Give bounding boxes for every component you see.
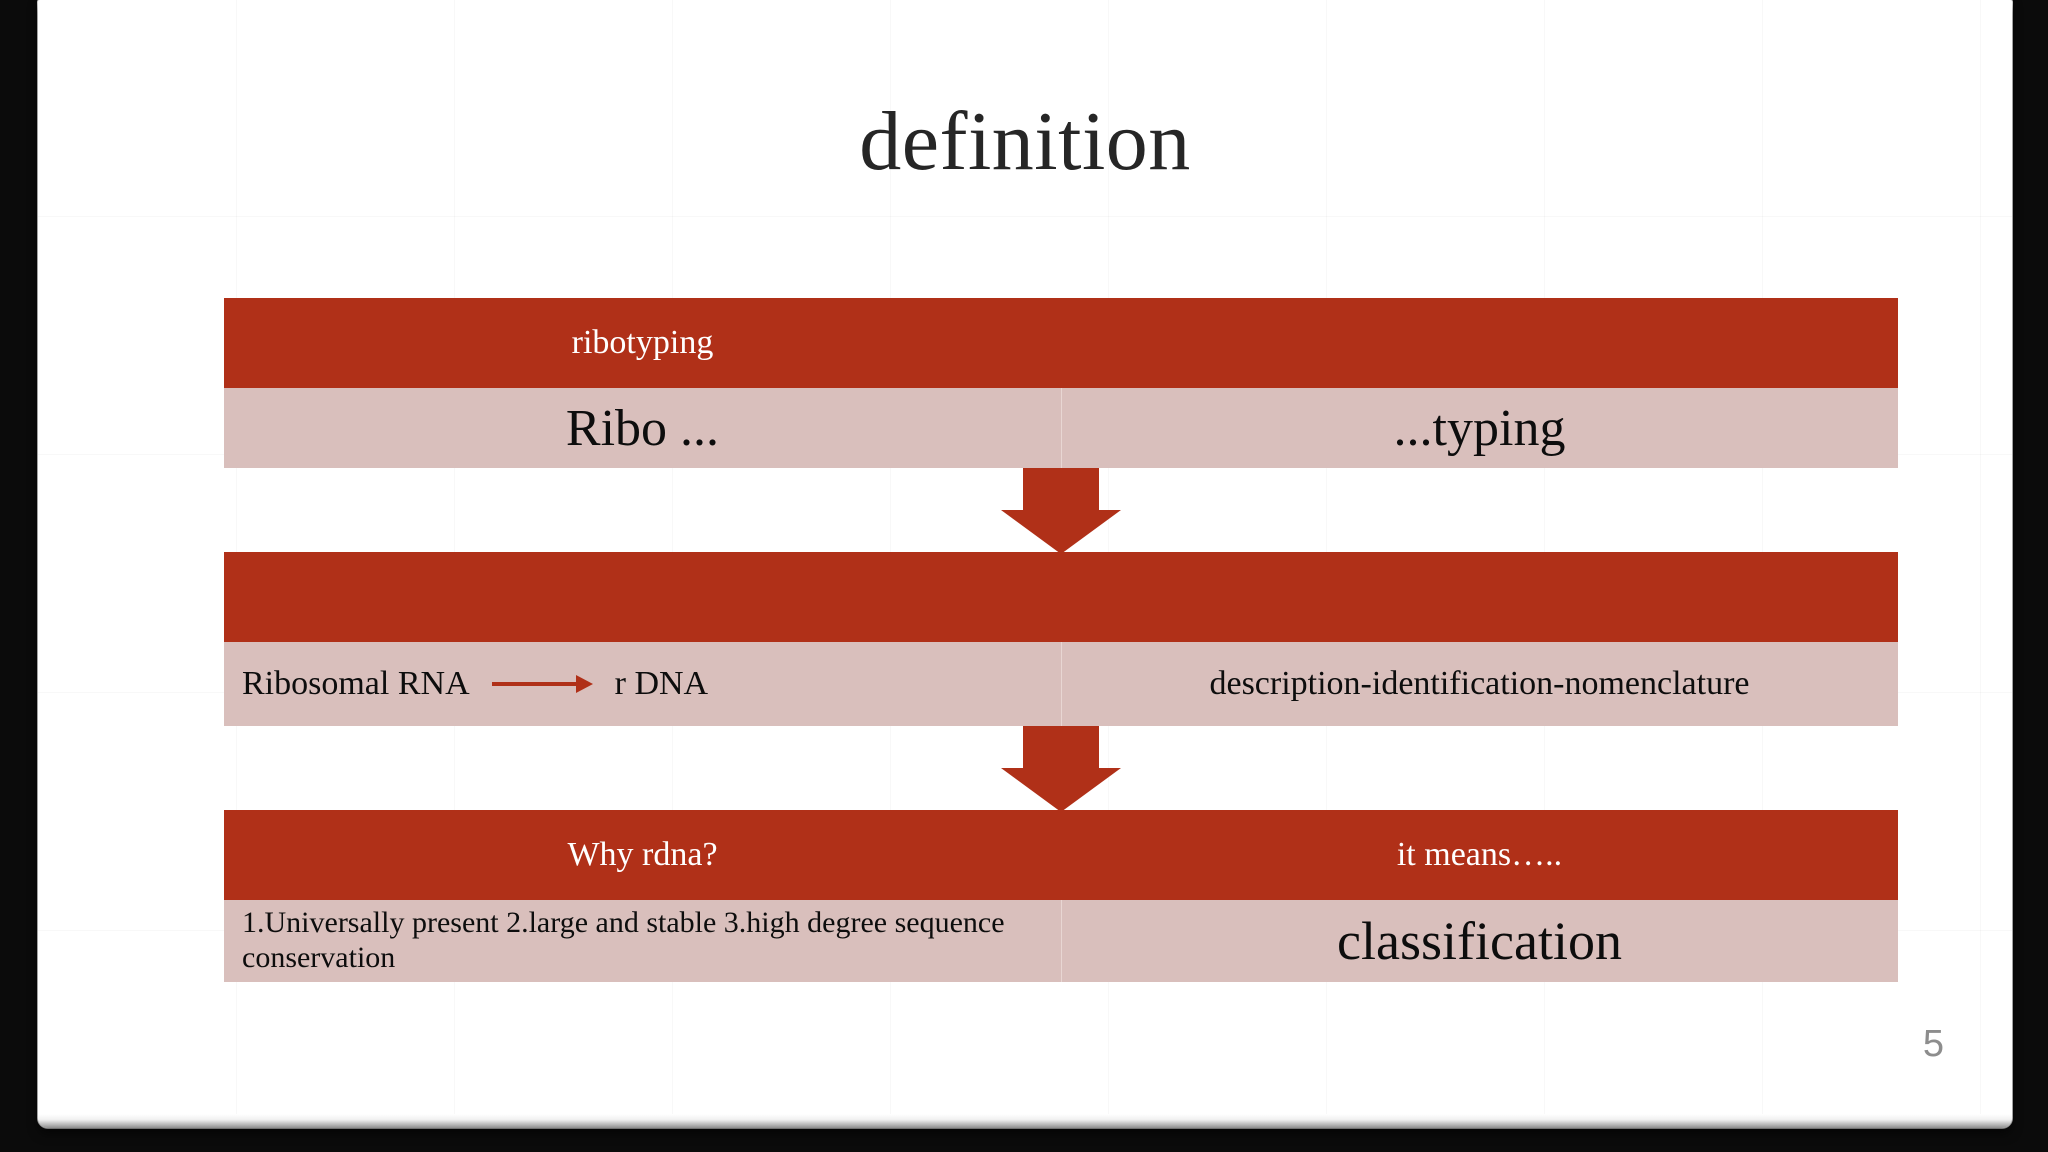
ribotyping-header-row: ribotyping xyxy=(224,298,1898,388)
ribosomal-rna-label: Ribosomal RNA xyxy=(242,665,470,702)
rationale-body-left: 1.Universally present 2.large and stable… xyxy=(242,906,1005,974)
ribotyping-body-left: Ribo ... xyxy=(565,399,720,457)
ribotyping-body-row: Ribo ... ...typing xyxy=(224,388,1898,468)
down-arrow-2-wrap xyxy=(224,726,1898,812)
rationale-body-row: 1.Universally present 2.large and stable… xyxy=(224,900,1898,982)
ribotyping-header-right xyxy=(1061,298,1898,388)
rationale-header-right: it means….. xyxy=(1396,836,1563,873)
ribotyping-header-left: ribotyping xyxy=(571,324,714,361)
slide-title: definition xyxy=(859,95,1191,188)
page-number: 5 xyxy=(1922,1023,1944,1065)
right-arrow-icon xyxy=(491,675,593,693)
expansion-body-right: description-identification-nomenclature xyxy=(1061,642,1898,726)
block-ribotyping: ribotyping Ribo ... ...typing xyxy=(224,298,1898,468)
expansion-header-left xyxy=(224,552,1061,642)
rationale-header-row: Why rdna? it means….. xyxy=(224,810,1898,900)
expansion-body-left: Ribosomal RNA r DNA xyxy=(224,642,1061,726)
down-arrow-head xyxy=(1001,510,1121,554)
down-arrow-head xyxy=(1001,768,1121,812)
rationale-header-left: Why rdna? xyxy=(567,836,718,873)
block-rationale: Why rdna? it means….. 1.Universally pres… xyxy=(224,810,1898,982)
ribotyping-body-right: ...typing xyxy=(1061,388,1898,468)
slide-surface: definition ribotyping Ribo ... ...typing xyxy=(38,0,2012,1128)
down-arrow-stem xyxy=(1023,468,1099,510)
down-arrow-icon xyxy=(1001,726,1121,812)
definition-diagram: ribotyping Ribo ... ...typing xyxy=(224,298,1898,982)
rrna-to-rdna-line: Ribosomal RNA r DNA xyxy=(242,665,708,703)
down-arrow-1-wrap xyxy=(224,468,1898,554)
block-expansion: Ribosomal RNA r DNA description-identifi… xyxy=(224,552,1898,726)
expansion-header-row xyxy=(224,552,1898,642)
gap-1 xyxy=(224,468,1898,554)
down-arrow-icon xyxy=(1001,468,1121,554)
rdna-label: r DNA xyxy=(614,665,709,702)
down-arrow-stem xyxy=(1023,726,1099,768)
rationale-body-right: classification xyxy=(1061,900,1898,982)
right-arrow-line xyxy=(491,682,576,686)
expansion-header-right xyxy=(1061,552,1898,642)
right-arrow-tip xyxy=(575,675,593,693)
gap-2 xyxy=(224,726,1898,812)
expansion-body-row: Ribosomal RNA r DNA description-identifi… xyxy=(224,642,1898,726)
